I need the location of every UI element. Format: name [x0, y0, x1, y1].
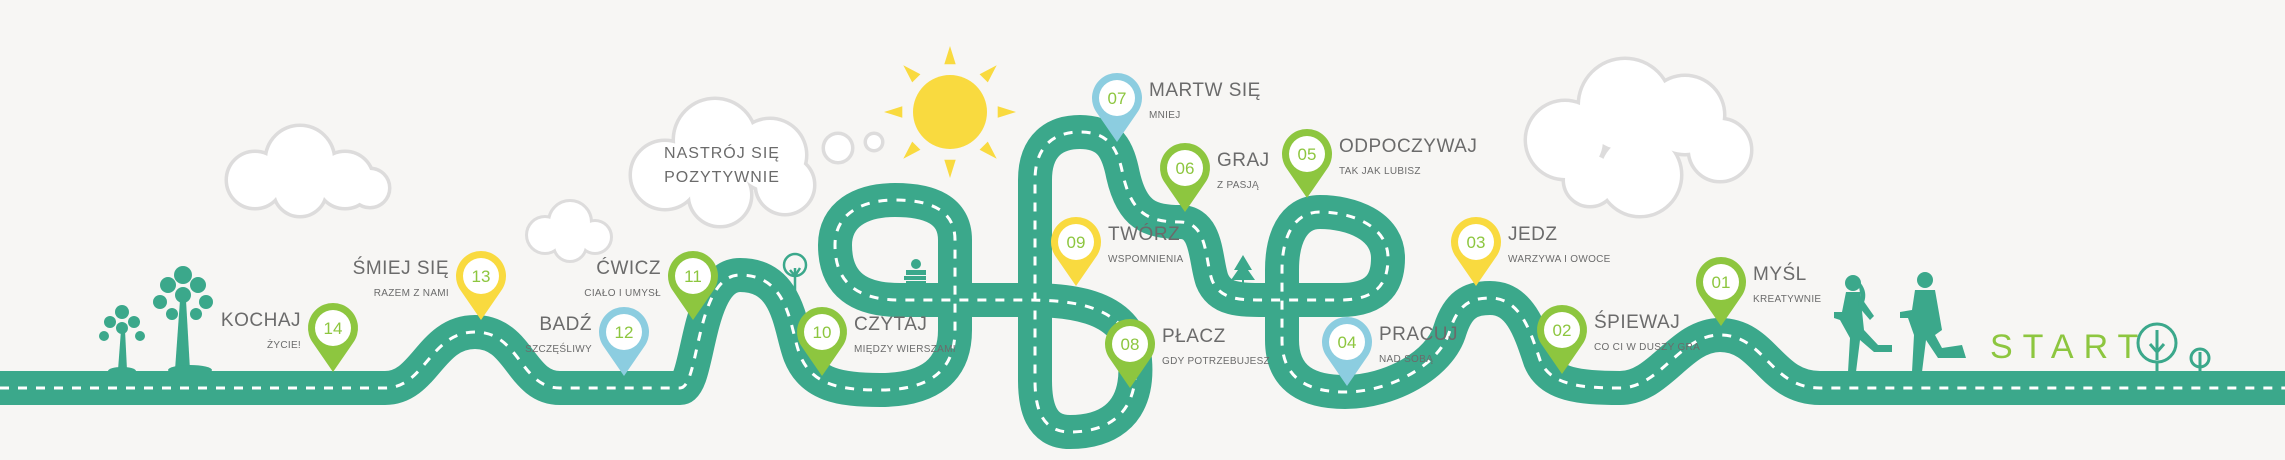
runner-woman-icon — [1834, 275, 1892, 372]
milestone-pin-10: 10 CZYTAJ MIĘDZY WIERSZAMI — [796, 307, 956, 376]
cloud-right — [1523, 56, 1754, 219]
sun-ray — [944, 159, 956, 178]
pin-number: 01 — [1712, 273, 1731, 292]
pin-inner-circle — [1703, 264, 1739, 300]
milestone-pin-04: 04 PRACUJ NAD SOBĄ — [1322, 317, 1458, 386]
thought-cloud: NASTRÓJ SIĘ POZYTYWNIE — [628, 96, 885, 229]
sun-ray — [979, 141, 997, 159]
sun-ray — [979, 65, 997, 83]
pin-number: 02 — [1553, 321, 1572, 340]
pin-number: 03 — [1467, 233, 1486, 252]
pin-inner-circle — [606, 314, 642, 350]
milestone-title: GRAJ — [1217, 150, 1270, 171]
milestone-title: TWÓRZ — [1108, 223, 1180, 245]
pin-inner-circle — [804, 314, 840, 350]
milestone-pin-05: 05 ODPOCZYWAJ TAK JAK LUBISZ — [1282, 128, 1477, 198]
pin-number: 08 — [1121, 335, 1140, 354]
milestone-subtitle: GDY POTRZEBUJESZ — [1162, 356, 1270, 367]
road — [0, 115, 2285, 449]
pin-inner-circle — [1544, 312, 1580, 348]
milestone-subtitle: CO CI W DUSZY GRA — [1594, 342, 1700, 353]
pin-number: 12 — [615, 323, 634, 342]
pin-inner-circle — [675, 258, 711, 294]
milestone-title: ODPOCZYWAJ — [1339, 136, 1477, 157]
pin-inner-circle — [315, 310, 351, 346]
milestone-pin-02: 02 ŚPIEWAJ CO CI W DUSZY GRA — [1537, 304, 1700, 374]
milestone-title: MARTW SIĘ — [1149, 80, 1261, 101]
milestone-title: PRACUJ — [1379, 324, 1458, 345]
pin-number: 11 — [684, 267, 702, 286]
milestone-title: ĆWICZ — [596, 257, 661, 279]
pin-inner-circle — [463, 258, 499, 294]
milestone-subtitle: TAK JAK LUBISZ — [1339, 166, 1421, 177]
pin-number: 07 — [1108, 89, 1127, 108]
milestone-subtitle: WSPOMNIENIA — [1108, 254, 1184, 265]
pin-inner-circle — [1099, 80, 1135, 116]
cloud-small — [525, 199, 613, 263]
pin-inner-circle — [1458, 224, 1494, 260]
sun-ray — [903, 141, 921, 159]
milestone-subtitle: WARZYWA I OWOCE — [1508, 254, 1611, 265]
tree-icon-left — [99, 266, 213, 375]
pin-number: 04 — [1338, 333, 1357, 352]
milestone-pin-11: 11 ĆWICZ CIAŁO I UMYSŁ — [584, 250, 718, 320]
milestone-pin-01: 01 MYŚL KREATYWNIE — [1696, 256, 1821, 326]
cloud-text-line2: POZYTYWNIE — [664, 169, 780, 186]
milestone-pin-03: 03 JEDZ WARZYWA I OWOCE — [1451, 217, 1611, 286]
milestone-subtitle: NAD SOBĄ — [1379, 354, 1433, 365]
milestone-subtitle: Z PASJĄ — [1217, 180, 1259, 191]
milestone-pin-09: 09 TWÓRZ WSPOMNIENIA — [1051, 217, 1184, 286]
pin-inner-circle — [1167, 150, 1203, 186]
cloud-left — [224, 123, 392, 219]
milestone-subtitle: KREATYWNIE — [1753, 294, 1821, 305]
milestone-title: KOCHAJ — [221, 310, 301, 331]
milestone-subtitle: SZCZĘŚLIWY — [525, 342, 592, 355]
tree-outline-icon-right — [2136, 322, 2211, 375]
milestone-pin-06: 06 GRAJ Z PASJĄ — [1160, 143, 1270, 212]
milestone-title: BADŹ — [539, 314, 592, 335]
milestone-pins: 14 KOCHAJ ŻYCIE! 13 ŚMIEJ SIĘ RAZEM Z NAMI 12 B… — [221, 73, 1821, 388]
pin-number: 13 — [472, 267, 491, 286]
pin-inner-circle — [1112, 326, 1148, 362]
pin-inner-circle — [1329, 324, 1365, 360]
pin-number: 06 — [1176, 159, 1195, 178]
sun-ray — [884, 106, 903, 118]
sun-icon — [884, 46, 1016, 178]
milestone-pin-07: 07 MARTW SIĘ MNIEJ — [1092, 73, 1261, 142]
milestone-subtitle: MNIEJ — [1149, 110, 1181, 121]
sun-ray — [944, 46, 956, 65]
milestone-pin-12: 12 BADŹ SZCZĘŚLIWY — [525, 306, 649, 376]
sun-ray — [997, 106, 1016, 118]
milestone-title: ŚMIEJ SIĘ — [353, 257, 449, 279]
pin-number: 05 — [1298, 145, 1317, 164]
pin-inner-circle — [1289, 136, 1325, 172]
milestone-title: MYŚL — [1753, 263, 1807, 285]
runner-man-icon — [1900, 272, 1966, 372]
milestone-subtitle: CIAŁO I UMYSŁ — [584, 288, 661, 299]
milestone-subtitle: MIĘDZY WIERSZAMI — [854, 344, 956, 355]
milestone-title: JEDZ — [1508, 224, 1558, 245]
milestone-pin-13: 13 ŚMIEJ SIĘ RAZEM Z NAMI — [353, 250, 506, 320]
pin-number: 14 — [324, 319, 343, 338]
milestone-pin-08: 08 PŁACZ GDY POTRZEBUJESZ — [1105, 319, 1270, 388]
milestone-title: PŁACZ — [1162, 326, 1226, 347]
sun-ray — [903, 65, 921, 83]
books-apple-icon — [904, 259, 926, 285]
cloud-text-line1: NASTRÓJ SIĘ — [664, 143, 780, 162]
milestone-title: CZYTAJ — [854, 314, 927, 335]
milestone-subtitle: RAZEM Z NAMI — [374, 288, 449, 299]
pin-number: 09 — [1067, 233, 1086, 252]
pin-number: 10 — [813, 323, 832, 342]
milestone-title: ŚPIEWAJ — [1594, 311, 1680, 333]
milestone-pin-14: 14 KOCHAJ ŻYCIE! — [221, 303, 358, 372]
start-label: START — [1990, 328, 2148, 366]
milestone-subtitle: ŻYCIE! — [267, 338, 301, 351]
pin-inner-circle — [1058, 224, 1094, 260]
